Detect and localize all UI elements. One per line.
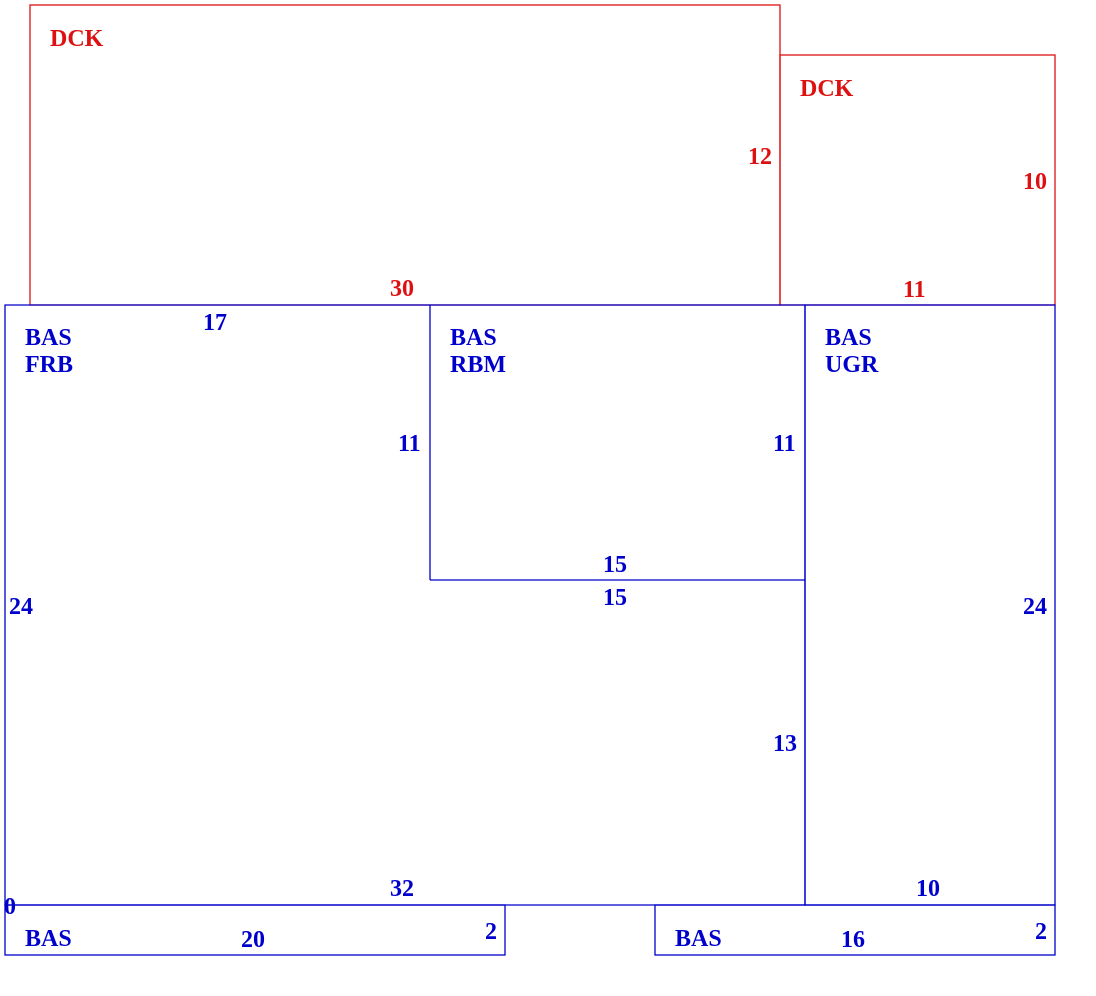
strip-right-length: 16 xyxy=(841,927,865,953)
base-ugr-outline xyxy=(804,304,1056,906)
frb-left-length: 24 xyxy=(9,594,33,620)
frb-right-length: 11 xyxy=(398,431,421,457)
base-strip-right-outline xyxy=(654,904,1056,956)
deck-left-bottom-length: 30 xyxy=(390,276,414,302)
rbm-right-length: 11 xyxy=(773,431,796,457)
deck-left-outline xyxy=(29,4,781,306)
strip-left-length: 20 xyxy=(241,927,265,953)
ugr-code-line1: BAS xyxy=(825,325,872,351)
rbm-code-line2: RBM xyxy=(450,352,506,378)
frb-code-line2: FRB xyxy=(25,352,73,378)
strip-right-code: BAS xyxy=(675,926,722,952)
deck-left-side-length: 12 xyxy=(748,144,772,170)
frb-code-line1: BAS xyxy=(25,325,72,351)
strip-left-code: BAS xyxy=(25,926,72,952)
rbm-bottom-outer-length: 15 xyxy=(603,585,627,611)
rbm-lower-right-length: 13 xyxy=(773,731,797,757)
strip-left-height: 2 xyxy=(485,919,497,945)
ugr-bottom-length: 10 xyxy=(916,876,940,902)
frb-corner-label: 0 xyxy=(4,894,16,920)
deck-right-bottom-length: 11 xyxy=(903,277,926,303)
strip-right-height: 2 xyxy=(1035,919,1047,945)
rbm-code-line1: BAS xyxy=(450,325,497,351)
deck-left-code: DCK xyxy=(50,26,104,52)
base-main-outline xyxy=(4,304,806,906)
frb-bottom-length: 32 xyxy=(390,876,414,902)
ugr-right-length: 24 xyxy=(1023,594,1047,620)
frb-top-length: 17 xyxy=(203,310,227,336)
ugr-code-line2: UGR xyxy=(825,352,879,378)
rbm-bottom-inner-length: 15 xyxy=(603,552,627,578)
base-strip-left-outline xyxy=(4,904,506,956)
deck-right-code: DCK xyxy=(800,76,854,102)
deck-right-side-length: 10 xyxy=(1023,169,1047,195)
